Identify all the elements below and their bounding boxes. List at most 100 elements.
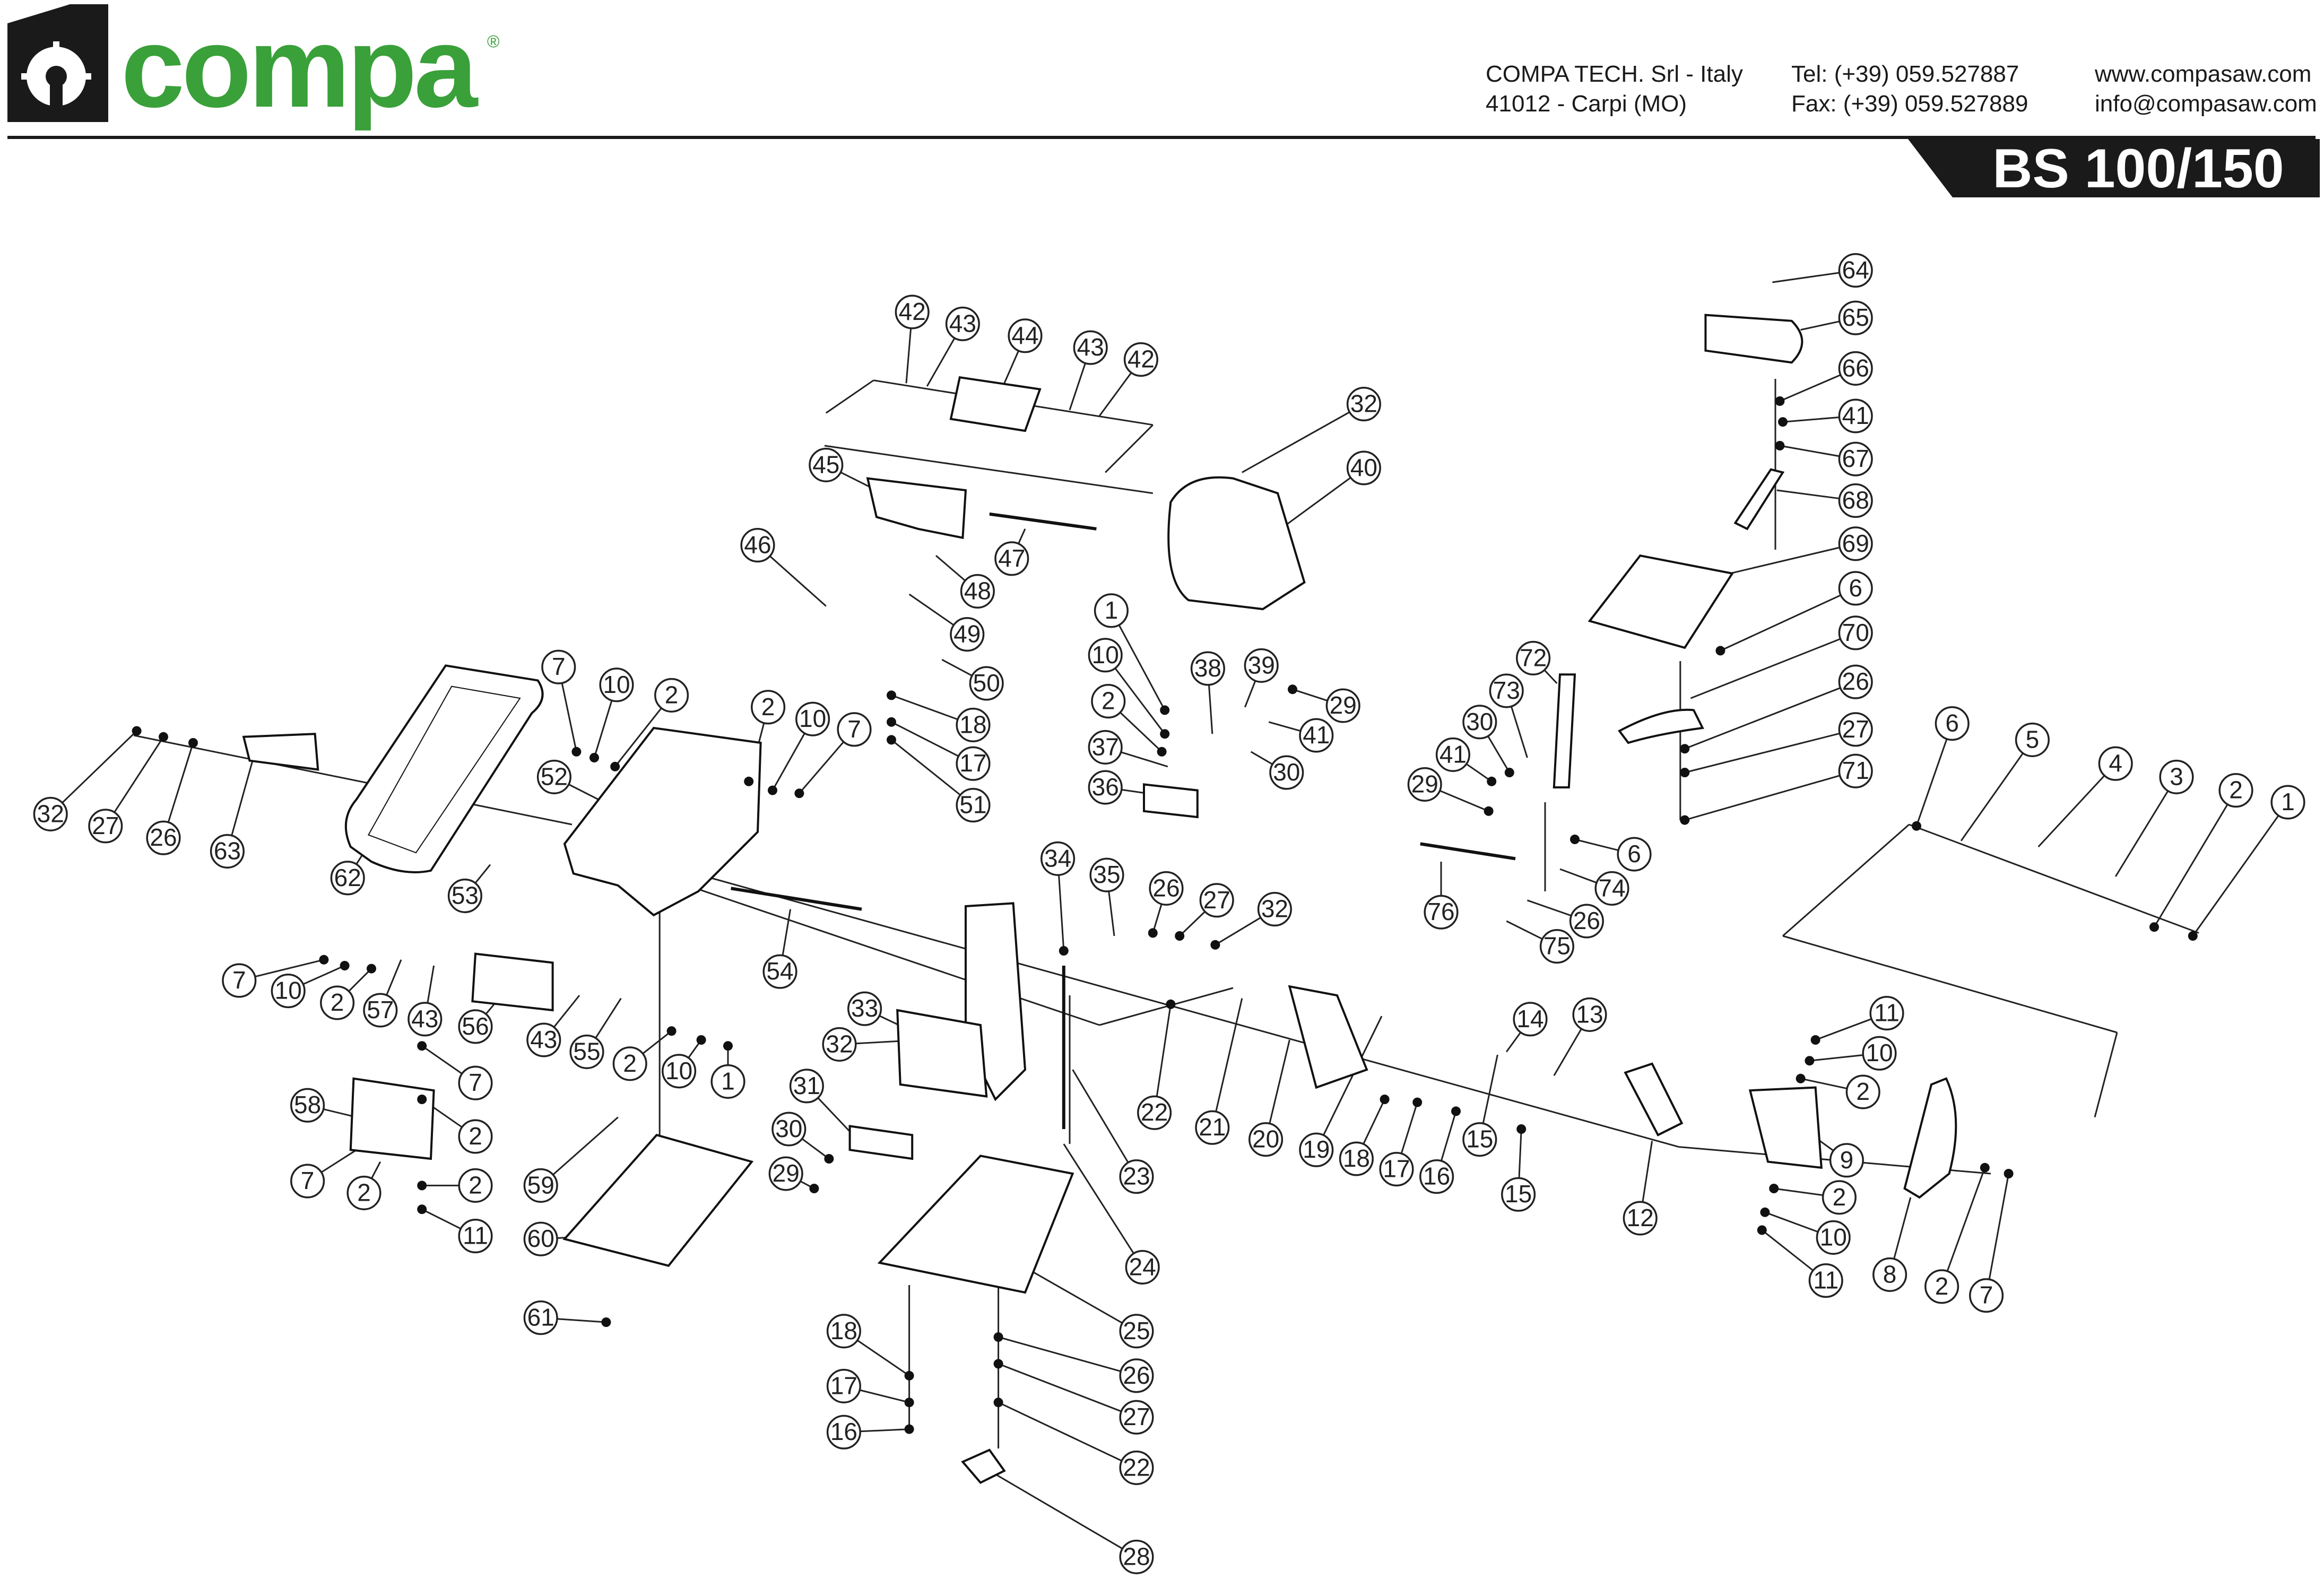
fastener-29 bbox=[1680, 815, 1690, 825]
callout-leader-74 bbox=[1559, 868, 1597, 884]
part-callout-6: 6 bbox=[1838, 571, 1873, 606]
callout-circle bbox=[789, 1069, 824, 1104]
part-shape-table-69 bbox=[1588, 554, 1735, 649]
fastener-28 bbox=[1680, 768, 1690, 777]
part-callout-15: 15 bbox=[1501, 1177, 1536, 1212]
part-shape-belt-inner bbox=[367, 686, 521, 854]
callout-number: 1 bbox=[721, 1067, 735, 1095]
part-callout-6: 6 bbox=[1935, 706, 1970, 741]
callout-leader-42 bbox=[905, 328, 912, 384]
callout-leader-28 bbox=[989, 1470, 1123, 1550]
fastener-37 bbox=[2149, 922, 2159, 932]
part-callout-9: 9 bbox=[1829, 1143, 1864, 1178]
part-callout-7: 7 bbox=[1969, 1278, 2004, 1313]
part-callout-10: 10 bbox=[1088, 638, 1123, 673]
email-link[interactable]: info@compasaw.com bbox=[2095, 91, 2317, 117]
callout-number: 66 bbox=[1842, 354, 1869, 381]
callout-circle bbox=[1088, 638, 1123, 673]
callout-leader-29 bbox=[1292, 688, 1328, 701]
callout-circle bbox=[1872, 1257, 1907, 1292]
part-callout-57: 57 bbox=[363, 993, 398, 1028]
part-callout-10: 10 bbox=[662, 1054, 697, 1089]
callout-circle bbox=[2270, 785, 2305, 820]
callout-number: 70 bbox=[1842, 619, 1869, 646]
fastener-63 bbox=[601, 1317, 611, 1327]
part-callout-10: 10 bbox=[1816, 1220, 1851, 1255]
callout-leader-73 bbox=[1510, 706, 1528, 758]
part-callout-43: 43 bbox=[945, 306, 980, 341]
callout-leader-54 bbox=[782, 909, 792, 956]
part-callout-6: 6 bbox=[1617, 837, 1652, 872]
part-callout-34: 34 bbox=[1040, 841, 1076, 876]
part-callout-17: 17 bbox=[1379, 1152, 1414, 1187]
callout-number: 51 bbox=[959, 791, 986, 819]
part-callout-76: 76 bbox=[1424, 895, 1459, 930]
fastener-10 bbox=[319, 955, 329, 965]
part-callout-32: 32 bbox=[1257, 892, 1292, 927]
fastener-34 bbox=[1504, 768, 1514, 777]
fastener-51 bbox=[904, 1398, 914, 1408]
callout-number: 7 bbox=[469, 1069, 482, 1096]
callout-leader-46 bbox=[769, 555, 827, 607]
callout-leader-10 bbox=[1114, 667, 1166, 735]
callout-number: 25 bbox=[1123, 1317, 1150, 1344]
callout-number: 54 bbox=[766, 957, 793, 985]
callout-circle bbox=[1008, 318, 1043, 353]
part-callout-13: 13 bbox=[1572, 997, 1607, 1032]
part-callout-32: 32 bbox=[822, 1027, 857, 1062]
part-callout-45: 45 bbox=[809, 447, 844, 482]
callout-circle bbox=[837, 712, 872, 747]
fastener-1 bbox=[571, 747, 582, 757]
callout-leader-2 bbox=[1800, 1078, 1848, 1090]
company-name: COMPA TECH. Srl - Italy bbox=[1486, 61, 1743, 87]
callout-number: 32 bbox=[1261, 895, 1288, 923]
callout-circle bbox=[1073, 330, 1108, 365]
callout-number: 19 bbox=[1303, 1135, 1330, 1163]
part-callout-2: 2 bbox=[2218, 773, 2253, 808]
callout-circle bbox=[1969, 1278, 2004, 1313]
fastener-47 bbox=[1380, 1095, 1390, 1104]
callout-circle bbox=[822, 1027, 857, 1062]
fastener-53 bbox=[993, 1332, 1003, 1342]
callout-number: 37 bbox=[1092, 733, 1119, 760]
callout-circle bbox=[1935, 706, 1970, 741]
callout-circle bbox=[1838, 571, 1873, 606]
callout-number: 2 bbox=[1102, 687, 1115, 715]
part-callout-41: 41 bbox=[1299, 718, 1334, 753]
part-callout-24: 24 bbox=[1125, 1250, 1160, 1285]
website-link[interactable]: www.compasaw.com bbox=[2095, 61, 2312, 87]
part-callout-2: 2 bbox=[1091, 684, 1126, 719]
callout-circle bbox=[1244, 648, 1279, 683]
callout-number: 10 bbox=[603, 671, 630, 698]
callout-number: 7 bbox=[232, 966, 246, 994]
part-callout-75: 75 bbox=[1539, 929, 1574, 964]
callout-number: 10 bbox=[275, 977, 302, 1004]
callout-number: 58 bbox=[294, 1091, 321, 1118]
saw-blade-icon bbox=[7, 4, 108, 122]
callout-number: 28 bbox=[1123, 1542, 1150, 1570]
part-callout-59: 59 bbox=[523, 1168, 558, 1203]
part-callout-32: 32 bbox=[33, 796, 68, 831]
callout-circle bbox=[826, 1314, 861, 1349]
part-callout-10: 10 bbox=[795, 701, 830, 736]
callout-leader-22 bbox=[998, 1401, 1122, 1462]
callout-number: 43 bbox=[1077, 333, 1104, 361]
callout-circle bbox=[1119, 1314, 1154, 1349]
callout-number: 32 bbox=[826, 1030, 853, 1057]
callout-leader-15 bbox=[1482, 1054, 1498, 1124]
part-callout-18: 18 bbox=[1339, 1141, 1374, 1176]
callout-number: 75 bbox=[1543, 932, 1571, 960]
callout-circle bbox=[2098, 746, 2133, 781]
part-callout-17: 17 bbox=[956, 746, 991, 781]
part-shape-cover-20 bbox=[1288, 985, 1368, 1089]
callout-number: 2 bbox=[1935, 1272, 1949, 1300]
part-callout-50: 50 bbox=[969, 666, 1004, 701]
fastener-26 bbox=[1715, 646, 1725, 656]
part-callout-17: 17 bbox=[826, 1368, 861, 1403]
callout-number: 34 bbox=[1044, 844, 1071, 872]
callout-number: 11 bbox=[1874, 999, 1900, 1027]
callout-circle bbox=[768, 1156, 803, 1191]
callout-leader-26 bbox=[998, 1336, 1121, 1372]
part-callout-1: 1 bbox=[2270, 785, 2305, 820]
callout-leader-11 bbox=[421, 1208, 462, 1230]
